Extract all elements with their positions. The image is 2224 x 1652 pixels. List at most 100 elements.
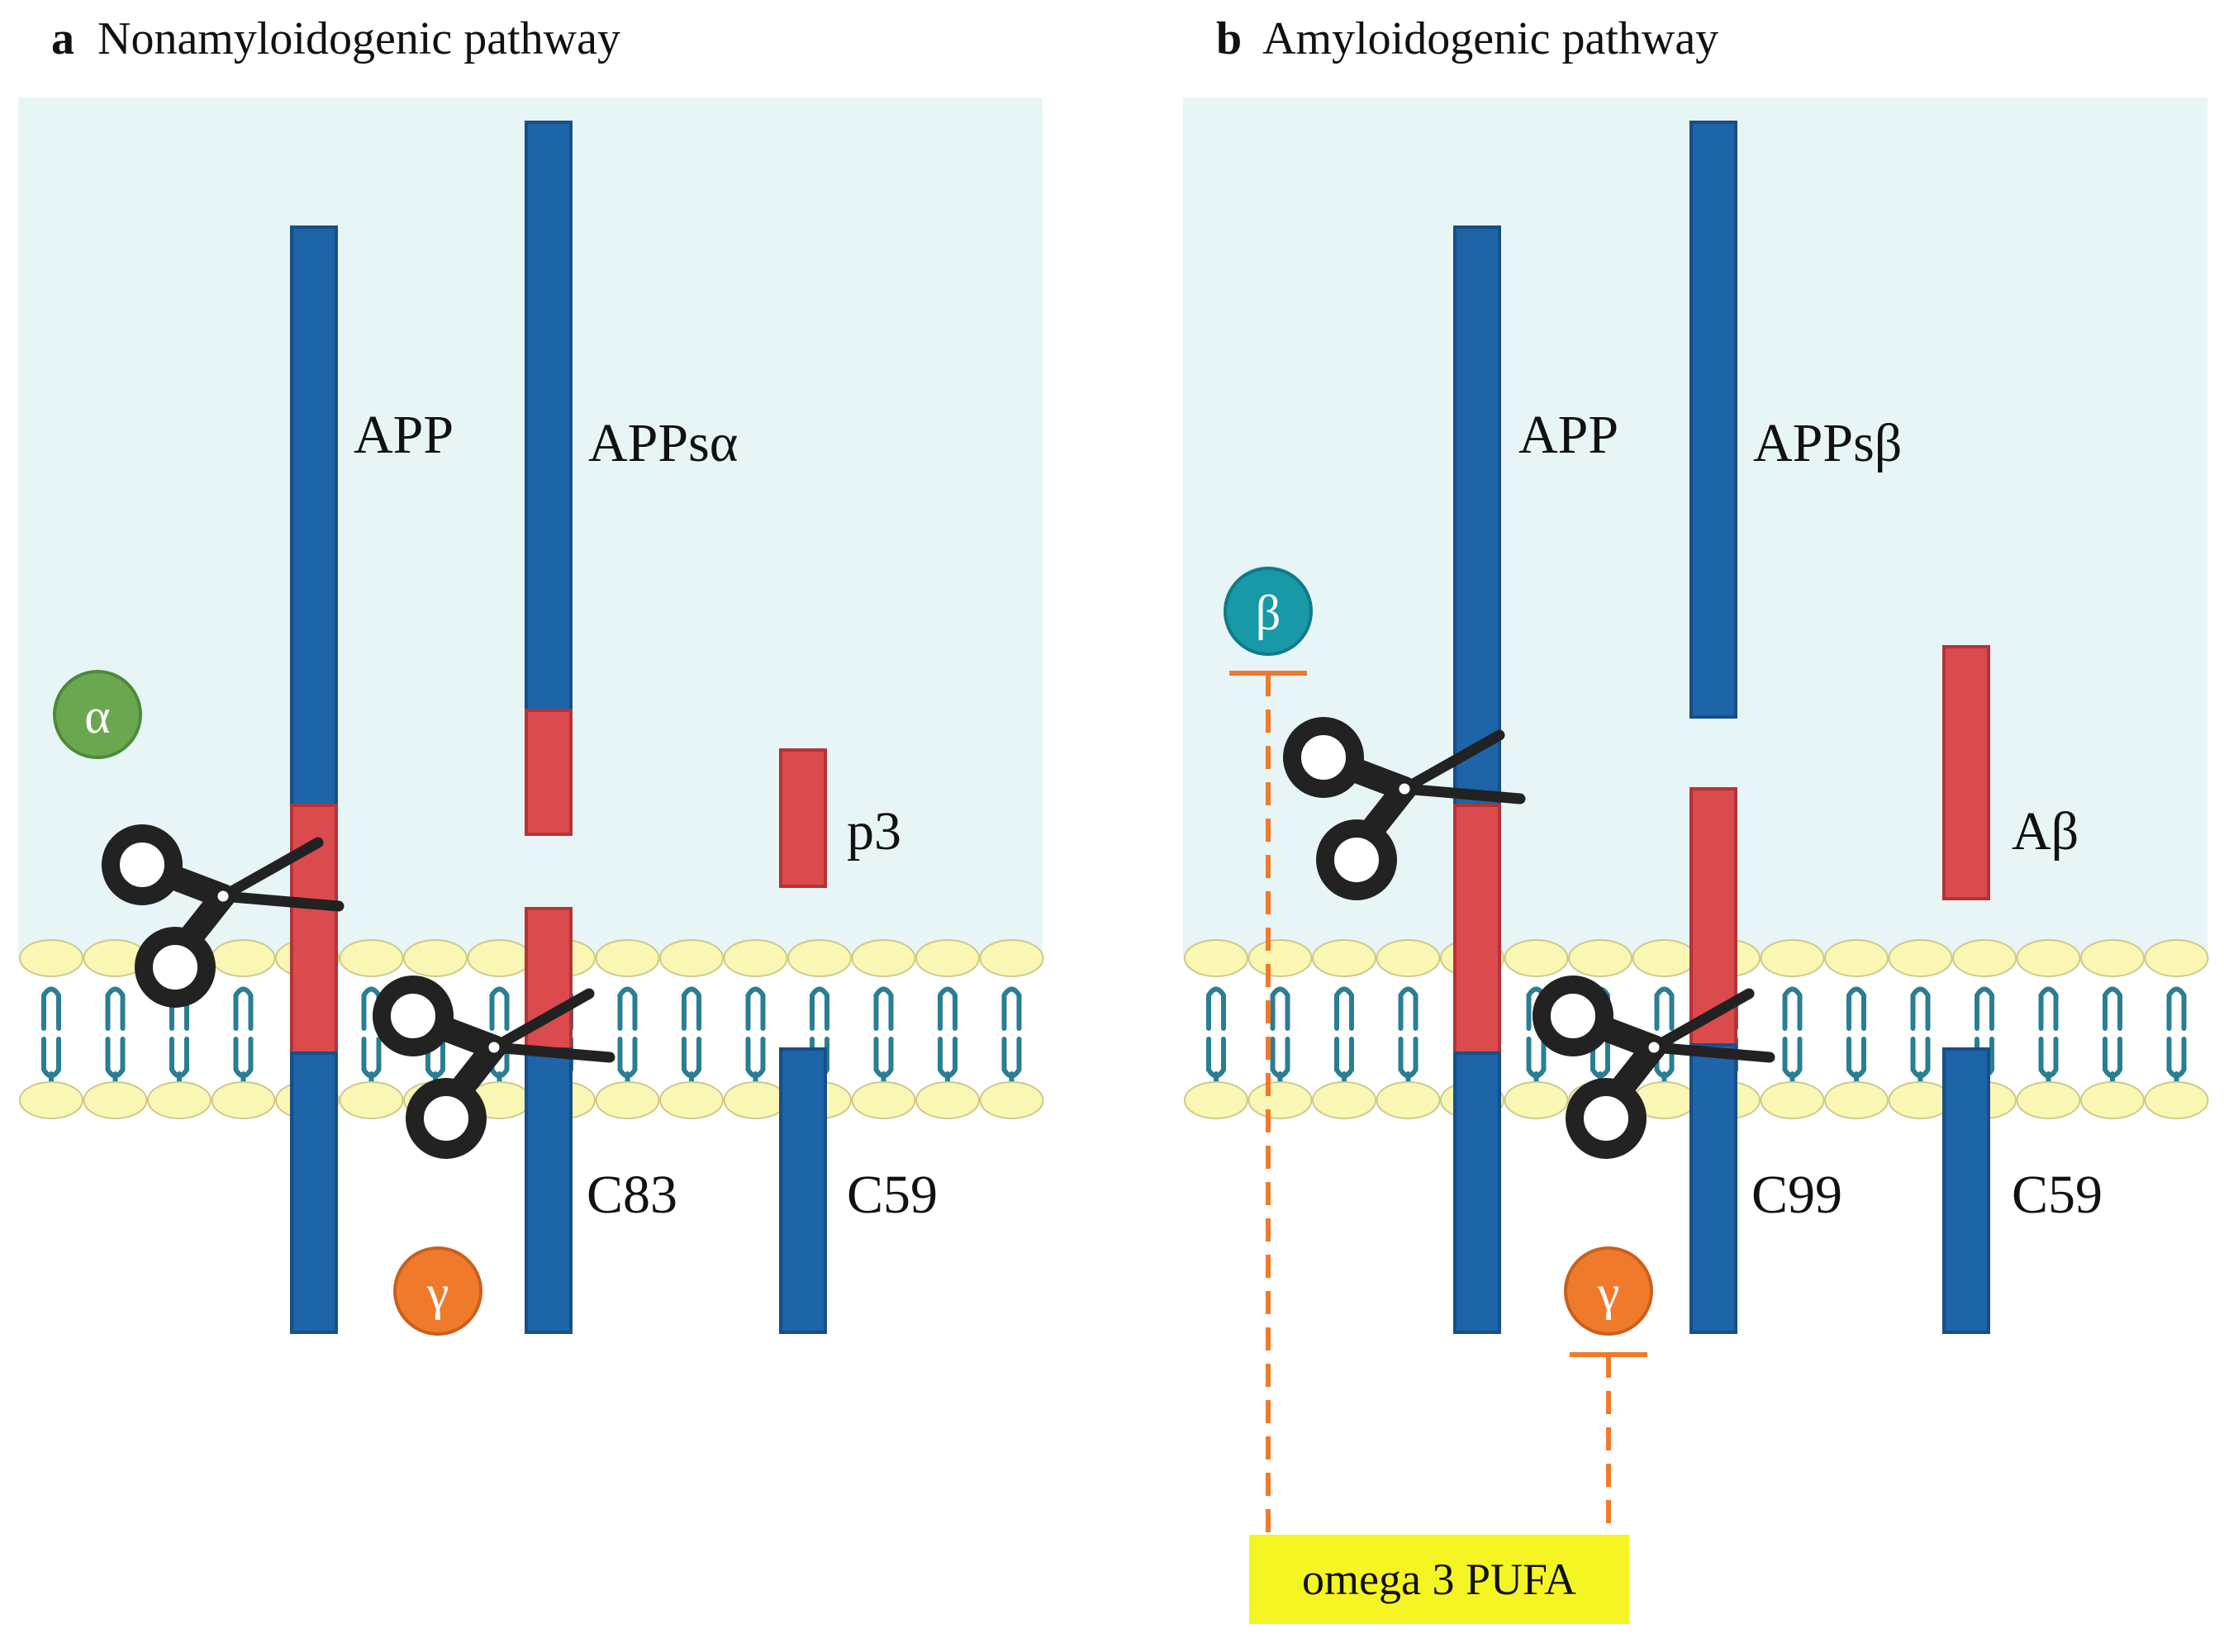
- lipid-tails: [41, 986, 61, 1091]
- alpha-secretase-symbol: α: [84, 689, 110, 743]
- c59-label-b: C59: [2012, 1165, 2103, 1225]
- lipid-head: [1312, 939, 1376, 977]
- panel-b-title-text: Amyloidogenic pathway: [1262, 13, 1718, 64]
- lipid-head: [1184, 1081, 1248, 1119]
- c59-label-a: C59: [847, 1165, 938, 1225]
- lipid-head: [1247, 939, 1313, 977]
- beta-secretase-badge: β: [1224, 567, 1313, 656]
- lipid-head: [659, 1081, 724, 1119]
- lipid-head: [1376, 1081, 1441, 1119]
- gamma-secretase-symbol-b: γ: [1597, 1265, 1620, 1320]
- panel-a-title: a Nonamyloidogenic pathway: [51, 13, 620, 64]
- lipid-tails: [2038, 986, 2059, 1091]
- lipid-head: [1312, 1081, 1376, 1119]
- abeta-label: Aβ: [2012, 801, 2079, 862]
- lipid-tails: [1782, 986, 1803, 1091]
- beta-secretase-symbol: β: [1256, 586, 1281, 640]
- lipid-head: [403, 939, 468, 977]
- lipid-head: [1952, 939, 2017, 977]
- lipid-head: [2080, 1081, 2145, 1119]
- lipid-head: [2016, 1081, 2081, 1119]
- lipid-head: [979, 1081, 1044, 1119]
- panel-b-letter: b: [1216, 13, 1242, 64]
- lipid-head: [1888, 939, 1953, 977]
- lipid-head: [1824, 1081, 1889, 1119]
- lipid-head: [1760, 1081, 1825, 1119]
- lipid-tails: [745, 986, 766, 1091]
- panel-b-title: b Amyloidogenic pathway: [1216, 13, 1718, 64]
- lipid-head: [1376, 939, 1441, 977]
- gamma-secretase-badge-b: γ: [1564, 1246, 1653, 1336]
- lipid-tails: [2103, 986, 2122, 1091]
- lipid-head: [339, 939, 404, 977]
- panel-a-letter: a: [51, 13, 74, 64]
- lipid-head: [211, 939, 276, 977]
- apps-beta-label: APPsβ: [1753, 413, 1902, 473]
- app-label-a: APP: [354, 405, 454, 465]
- lipid-head: [851, 1081, 916, 1119]
- lipid-head: [659, 939, 724, 977]
- lipid-head: [2144, 1081, 2209, 1119]
- lipid-head: [339, 1081, 404, 1119]
- omega3-pufa-label: omega 3 PUFA: [1302, 1555, 1576, 1604]
- c59-fragment-a: [779, 1047, 827, 1334]
- lipid-head: [147, 1081, 211, 1119]
- app-protein-b: [1453, 225, 1501, 1334]
- gamma-inhibition-line: [1570, 1352, 1647, 1532]
- gamma-secretase-badge-a: γ: [393, 1246, 482, 1336]
- lipid-head: [2144, 939, 2209, 977]
- lipid-tails: [682, 986, 701, 1091]
- lipid-head: [83, 1081, 148, 1119]
- lipid-head: [1760, 939, 1825, 977]
- c99-fragment: [1689, 787, 1737, 1334]
- lipid-tails: [1001, 986, 1022, 1091]
- lipid-tails: [233, 986, 254, 1091]
- lipid-head: [2016, 939, 2081, 977]
- lipid-tails: [617, 986, 638, 1091]
- apps-alpha-fragment: [525, 121, 573, 836]
- c83-label: C83: [587, 1165, 677, 1225]
- lipid-head: [1824, 939, 1889, 977]
- app-protein-a: [290, 225, 338, 1334]
- lipid-tails: [938, 986, 958, 1091]
- lipid-head: [467, 939, 532, 977]
- omega3-pufa-box: omega 3 PUFA: [1249, 1535, 1629, 1624]
- lipid-tails: [1334, 986, 1354, 1091]
- lipid-head: [723, 939, 788, 977]
- app-label-b: APP: [1518, 405, 1618, 465]
- lipid-head: [2080, 939, 2145, 977]
- lipid-head: [1184, 939, 1248, 977]
- apps-beta-fragment: [1689, 121, 1737, 719]
- lipid-head: [19, 1081, 83, 1119]
- lipid-head: [595, 1081, 660, 1119]
- lipid-head: [211, 1081, 276, 1119]
- lipid-head: [915, 1081, 980, 1119]
- lipid-tails: [1398, 986, 1419, 1091]
- c99-label: C99: [1751, 1165, 1842, 1225]
- panel-a-title-text: Nonamyloidogenic pathway: [97, 13, 620, 64]
- lipid-head: [979, 939, 1044, 977]
- lipid-head: [19, 939, 83, 977]
- lipid-tails: [1270, 986, 1290, 1091]
- alpha-secretase-badge: α: [53, 670, 142, 759]
- gamma-secretase-symbol-a: γ: [426, 1265, 449, 1320]
- lipid-head: [595, 939, 660, 977]
- panel-a: a Nonamyloidogenic pathway APP APPsα C83…: [18, 13, 1044, 1336]
- p3-fragment: [779, 748, 827, 888]
- lipid-head: [1504, 1081, 1569, 1119]
- lipid-tails: [1910, 986, 1931, 1091]
- lipid-head: [1568, 939, 1632, 977]
- abeta-fragment: [1942, 645, 1990, 900]
- lipid-tails: [873, 986, 894, 1091]
- lipid-tails: [1846, 986, 1866, 1091]
- panel-b: b Amyloidogenic pathway APP APPsβ C99 Aβ…: [1183, 13, 2209, 1624]
- c59-fragment-b: [1942, 1047, 1990, 1334]
- lipid-tails: [105, 986, 126, 1091]
- lipid-head: [787, 939, 852, 977]
- lipid-head: [1504, 939, 1569, 977]
- apps-alpha-label: APPsα: [588, 413, 738, 473]
- lipid-head: [1632, 939, 1697, 977]
- lipid-tails: [1206, 986, 1226, 1091]
